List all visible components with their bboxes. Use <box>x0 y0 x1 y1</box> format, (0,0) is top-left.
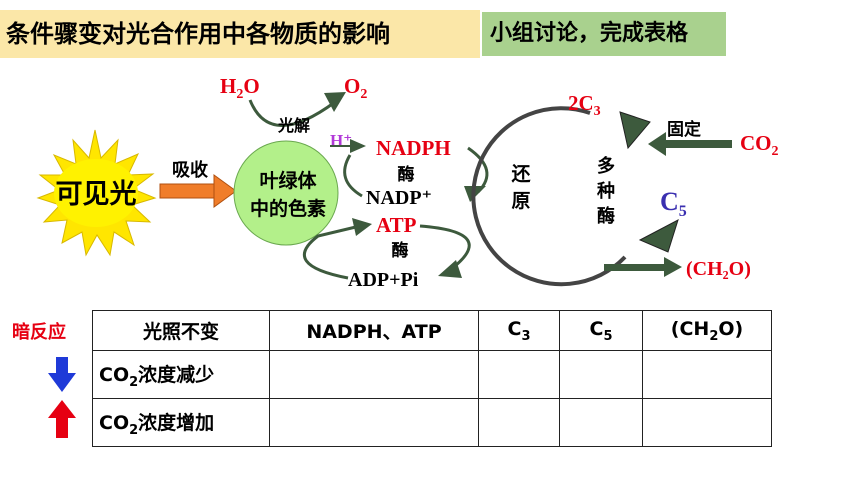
adp-pi-label: ADP+Pi <box>348 269 419 291</box>
atp-to-reduce-arc <box>419 224 471 272</box>
chloroplast-pigment-circle <box>233 140 339 246</box>
fixation-arrow-head <box>619 111 651 150</box>
nadph-enzyme-label: 酶 <box>398 164 415 185</box>
sun-center <box>54 159 138 227</box>
photosynthesis-diagram: 可见光 吸收 叶绿体 中的色素 H2O O2 光解 H⁺ NADPH 酶 NAD… <box>36 74 779 291</box>
pigment-line2: 中的色素 <box>250 197 326 220</box>
h2o-label: H2O <box>220 74 260 102</box>
dark-reaction-label: 暗反应 <box>12 322 66 343</box>
h-plus-arrow-head <box>350 139 366 153</box>
atp-enzyme-label: 酶 <box>392 240 409 261</box>
visible-light-label: 可见光 <box>56 179 137 210</box>
header-c3: C3 <box>478 310 560 351</box>
cell-blank[interactable] <box>642 350 772 399</box>
co2-arrow-body <box>664 140 732 148</box>
cell-blank[interactable] <box>559 350 643 399</box>
co2-arrow-head <box>648 132 666 156</box>
cell-blank[interactable] <box>642 398 772 447</box>
table-header-row: 光照不变 NADPH、ATP C3 C5 (CH2O) <box>92 310 772 351</box>
atp-synthesis-arc <box>303 224 361 280</box>
header-condition: 光照不变 <box>92 310 270 351</box>
ch2o-arrow-body <box>604 264 668 271</box>
table-row: CO2浓度减少 <box>92 350 772 399</box>
multi-enzyme-1: 多 <box>597 155 615 177</box>
absorb-arrow-head <box>213 174 237 208</box>
ch2o-label: (CH₂O) <box>686 258 751 280</box>
cell-blank[interactable] <box>269 350 479 399</box>
nadp-return-arc <box>343 154 363 198</box>
reduce-label-2: 原 <box>511 190 530 212</box>
c5-label: C5 <box>660 187 687 220</box>
cell-blank[interactable] <box>478 350 560 399</box>
absorb-arrow-body <box>159 183 217 199</box>
multi-enzyme-2: 种 <box>596 180 615 202</box>
o2-label: O2 <box>344 74 367 102</box>
absorb-label: 吸收 <box>172 159 208 181</box>
photolysis-arc <box>248 99 336 127</box>
header-ch2o: (CH2O) <box>642 310 772 351</box>
cell-blank[interactable] <box>559 398 643 447</box>
photolysis-arrow-head <box>324 92 346 112</box>
cell-blank[interactable] <box>269 398 479 447</box>
atp-label: ATP <box>376 213 417 237</box>
result-table: 光照不变 NADPH、ATP C3 C5 (CH2O) CO2浓度减少 CO2浓… <box>92 310 772 447</box>
row-co2-increase-label: CO2浓度增加 <box>92 398 270 447</box>
table-row: CO2浓度增加 <box>92 398 772 447</box>
row-co2-decrease-label: CO2浓度减少 <box>92 350 270 399</box>
page-subtitle: 小组讨论，完成表格 <box>482 12 726 56</box>
pigment-line1: 叶绿体 <box>259 169 317 192</box>
page-title: 条件骤变对光合作用中各物质的影响 <box>0 10 480 58</box>
calvin-cycle-arc <box>471 106 627 287</box>
fix-label: 固定 <box>667 119 701 140</box>
nadph-label: NADPH <box>376 136 451 160</box>
photolysis-label: 光解 <box>277 116 310 135</box>
reduce-label-1: 还 <box>510 163 531 185</box>
ch2o-arrow-head <box>664 257 682 277</box>
c3-label: 2C3 <box>568 91 601 119</box>
down-arrow-icon <box>48 357 76 392</box>
header-c5: C5 <box>559 310 643 351</box>
co2-label: CO2 <box>740 131 779 159</box>
h-plus-label: H⁺ <box>330 131 352 150</box>
header-nadph-atp: NADPH、ATP <box>269 310 479 351</box>
atp-arrow-head <box>438 260 462 278</box>
c5-arrow-head <box>638 218 679 253</box>
atp-synthesis-arrow-head <box>352 218 372 236</box>
cell-blank[interactable] <box>478 398 560 447</box>
up-arrow-icon <box>48 400 76 438</box>
nadp-plus-label: NADP⁺ <box>366 187 432 209</box>
multi-enzyme-3: 酶 <box>597 205 615 227</box>
